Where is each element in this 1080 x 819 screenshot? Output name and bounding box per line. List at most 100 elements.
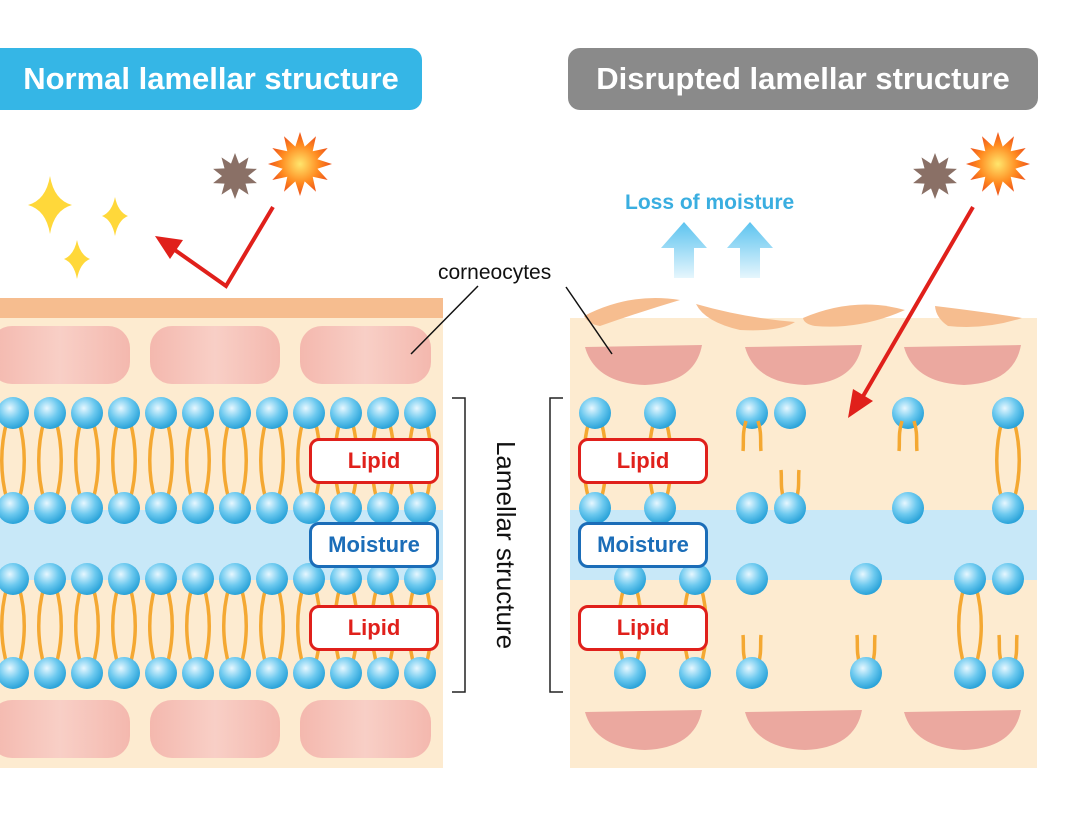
- lipid-head: [108, 657, 140, 689]
- lipid-head: [0, 563, 29, 595]
- lipid-tail: [974, 586, 983, 666]
- lipid-head: [404, 397, 436, 429]
- lipid-tail: [54, 586, 63, 666]
- lipid-head: [219, 563, 251, 595]
- lipid-head: [614, 563, 646, 595]
- moisture-label: Moisture: [578, 522, 708, 568]
- sparkle-icon: [28, 176, 128, 279]
- lipid-head: [850, 657, 882, 689]
- lipid-tail: [91, 420, 100, 501]
- corneocytes-leader-lines: [410, 285, 613, 355]
- lipid-tail: [222, 420, 231, 501]
- lipid-head: [992, 397, 1024, 429]
- lipid-head: [34, 492, 66, 524]
- lipid-tail: [37, 586, 46, 666]
- disrupted-corneocytes-top: [585, 345, 1021, 385]
- lipid-tail: [276, 420, 285, 501]
- lipid-tail: [111, 586, 120, 666]
- lipid-head: [71, 563, 103, 595]
- lipid-tail: [222, 586, 231, 666]
- lipid-head: [293, 657, 325, 689]
- lipid-head: [954, 657, 986, 689]
- lipid-tail: [296, 420, 305, 501]
- lipid-head: [182, 657, 214, 689]
- lipid-head: [293, 397, 325, 429]
- lipid-tail: [17, 420, 26, 501]
- disrupted-lipid-fragments: [579, 397, 1024, 689]
- lipid-head: [256, 657, 288, 689]
- lipid-head: [954, 563, 986, 595]
- lipid-tail: [912, 420, 919, 452]
- lipid-tail: [296, 586, 305, 666]
- lipid-tail: [17, 586, 26, 666]
- corneocyte: [150, 700, 280, 758]
- lipid-tail: [239, 420, 248, 501]
- lipid-tail: [202, 420, 211, 501]
- lipid-head: [367, 492, 399, 524]
- lipid-tail: [148, 586, 157, 666]
- lipid-head: [145, 492, 177, 524]
- lamellar-structure-label: Lamellar structure: [491, 440, 521, 650]
- lipid-head: [404, 657, 436, 689]
- normal-lipid-bilayers: [0, 397, 436, 689]
- lipid-head: [679, 657, 711, 689]
- lipid-tail: [897, 420, 904, 452]
- lipid-head: [330, 657, 362, 689]
- lipid-label: Lipid: [578, 438, 708, 484]
- lipid-tail: [995, 420, 1004, 501]
- lipid-tail: [0, 420, 9, 501]
- lipid-head: [736, 492, 768, 524]
- lipid-head: [256, 563, 288, 595]
- lipid-head: [367, 563, 399, 595]
- lipid-tail: [239, 586, 248, 666]
- lipid-tail: [128, 420, 137, 501]
- lamellar-bracket: [452, 397, 563, 693]
- sun-icon: [966, 132, 1030, 196]
- lipid-head: [774, 492, 806, 524]
- penetrate-arrow-icon: [848, 205, 975, 418]
- lipid-head: [579, 397, 611, 429]
- lipid-tail: [756, 420, 763, 452]
- lipid-label: Lipid: [578, 605, 708, 651]
- lipid-head: [992, 563, 1024, 595]
- corneocyte: [0, 700, 130, 758]
- lipid-head: [256, 397, 288, 429]
- lipid-head: [736, 657, 768, 689]
- disrupted-title: Disrupted lamellar structure: [568, 48, 1038, 110]
- lipid-head: [34, 397, 66, 429]
- lipid-tail: [91, 586, 100, 666]
- lipid-head: [108, 563, 140, 595]
- corneocyte: [300, 700, 431, 758]
- normal-panel: [0, 298, 443, 768]
- lipid-tail: [37, 420, 46, 501]
- lipid-head: [34, 657, 66, 689]
- lipid-head: [614, 657, 646, 689]
- lipid-head: [736, 563, 768, 595]
- lipid-tail: [1012, 420, 1021, 501]
- lipid-head: [330, 563, 362, 595]
- lipid-tail: [165, 420, 174, 501]
- lipid-head: [892, 492, 924, 524]
- reflect-arrow-icon: [155, 205, 275, 289]
- corneocyte: [0, 326, 130, 384]
- normal-title: Normal lamellar structure: [0, 48, 422, 110]
- dark-star-icon: [213, 153, 257, 199]
- lipid-head: [774, 397, 806, 429]
- lipid-head: [0, 657, 29, 689]
- lipid-head: [34, 563, 66, 595]
- lipid-head: [182, 492, 214, 524]
- lipid-head: [644, 397, 676, 429]
- moisture-arrow-icon: [661, 222, 773, 278]
- lipid-head: [145, 397, 177, 429]
- lipid-tail: [54, 420, 63, 501]
- lipid-head: [71, 492, 103, 524]
- disrupted-corneocytes-bottom: [585, 710, 1021, 750]
- lipid-head: [330, 492, 362, 524]
- lipid-tail: [111, 420, 120, 501]
- normal-corneocytes-top: [0, 326, 431, 384]
- lipid-tail: [185, 420, 194, 501]
- lipid-tail: [148, 420, 157, 501]
- lipid-head: [219, 397, 251, 429]
- lipid-head: [0, 397, 29, 429]
